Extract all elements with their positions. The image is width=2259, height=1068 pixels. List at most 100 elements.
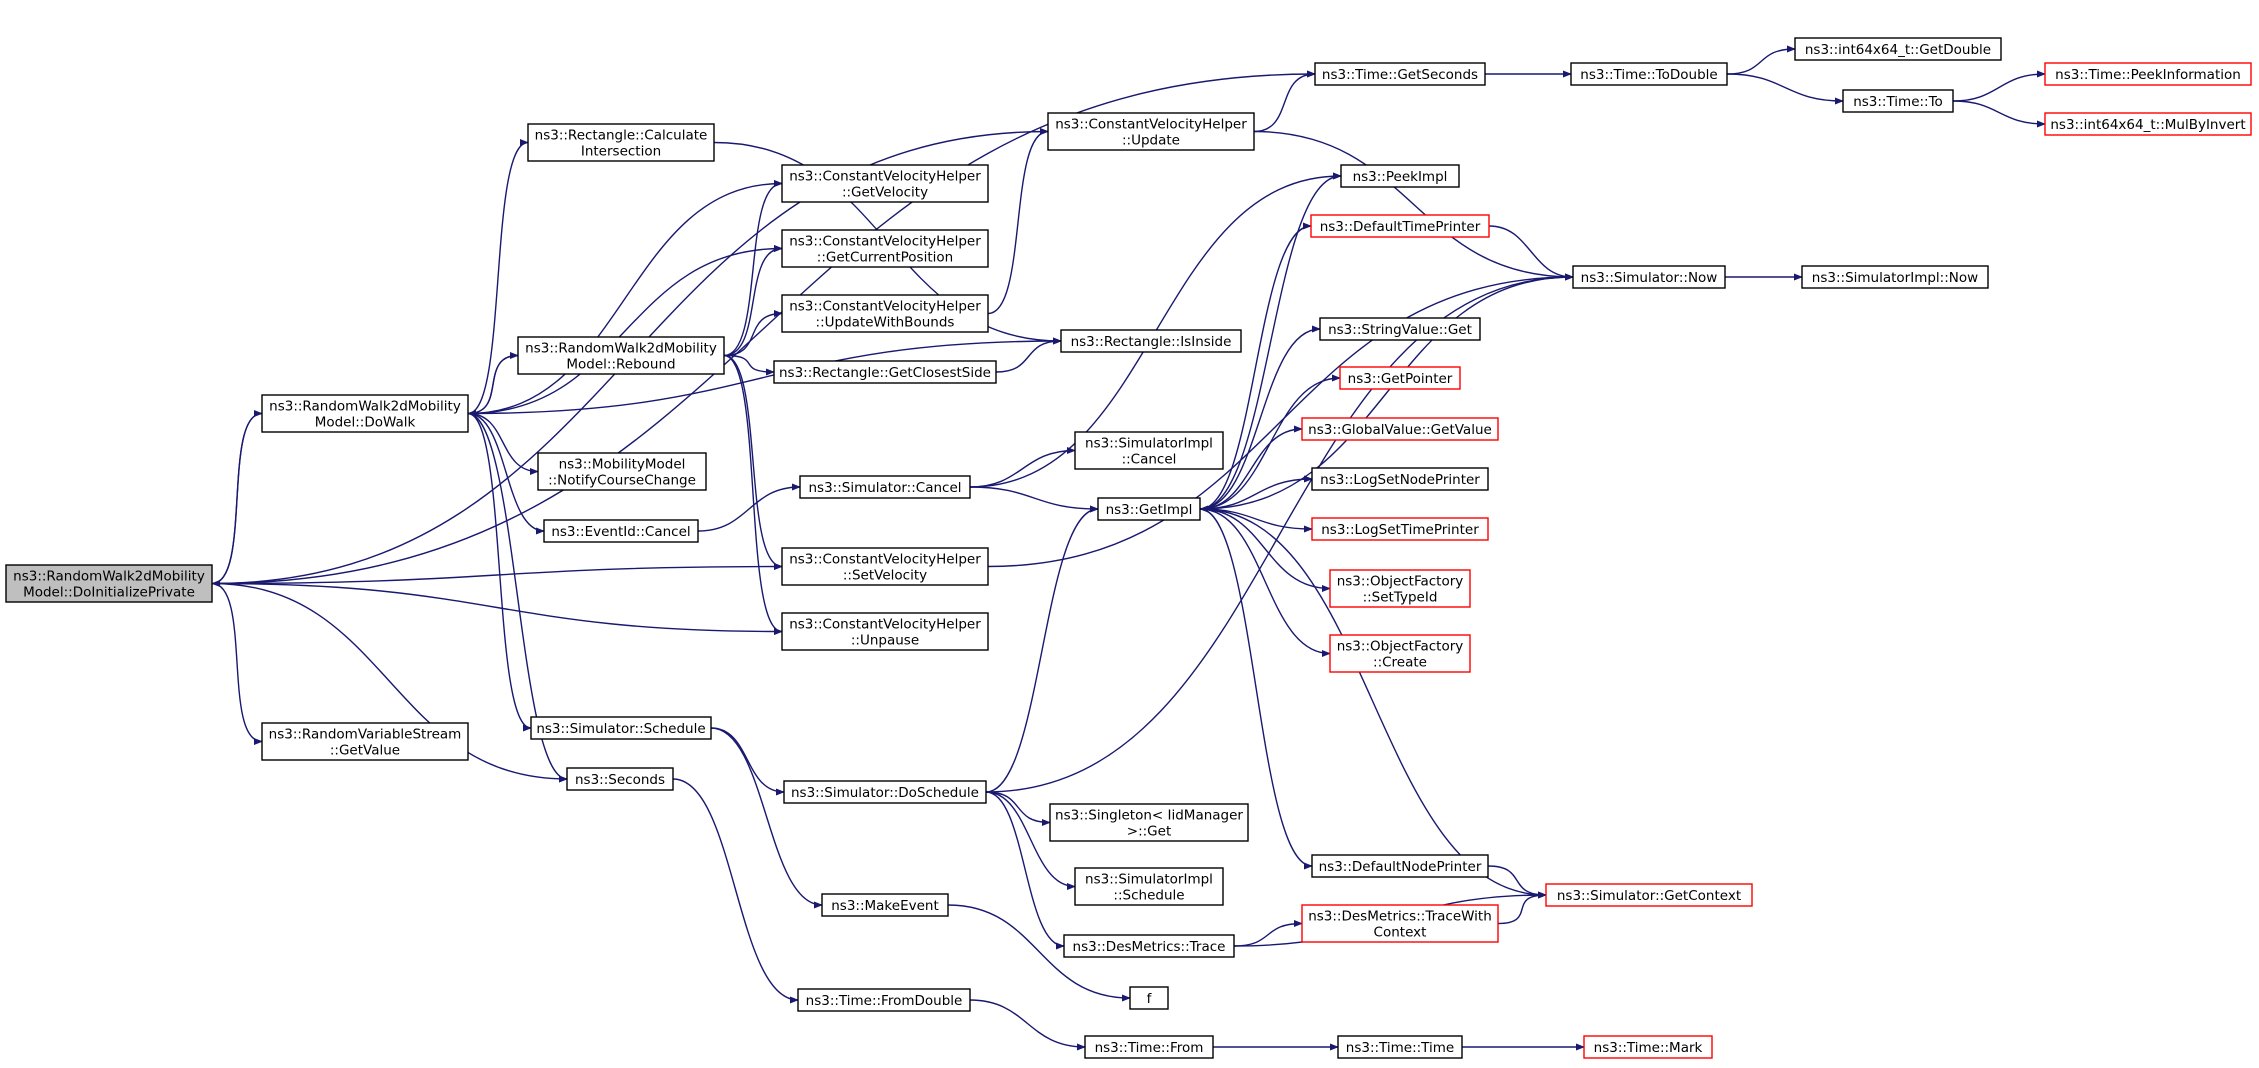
node-cvh_updbounds[interactable]: ns3::ConstantVelocityHelper::UpdateWithB…	[781, 294, 989, 333]
node-label: ns3::DesMetrics::TraceWith	[1308, 909, 1492, 925]
node-makeevent[interactable]: ns3::MakeEvent	[821, 893, 949, 917]
node-logsettimeprinter[interactable]: ns3::LogSetTimePrinter	[1311, 517, 1489, 541]
node-peekimpl[interactable]: ns3::PeekImpl	[1340, 164, 1460, 188]
node-eventid_cancel[interactable]: ns3::EventId::Cancel	[543, 519, 699, 543]
node-box	[781, 294, 989, 333]
node-box	[527, 123, 715, 162]
node-defaulttimeprinter[interactable]: ns3::DefaultTimePrinter	[1310, 214, 1490, 238]
node-label: ns3::Simulator::Schedule	[536, 721, 705, 737]
edge-dowalk-to-mm_notify	[467, 412, 539, 476]
node-label: ns3::Simulator::GetContext	[1557, 888, 1741, 904]
edge-rebound-to-cvh_setvel	[723, 354, 783, 571]
node-time_time[interactable]: ns3::Time::Time	[1337, 1035, 1463, 1059]
node-sim_cancel[interactable]: ns3::Simulator::Cancel	[799, 475, 971, 499]
node-time_fromdouble[interactable]: ns3::Time::FromDouble	[797, 988, 971, 1012]
node-box	[1060, 329, 1242, 353]
edge-dowalk-to-eventid_cancel	[467, 412, 545, 535]
node-f[interactable]: f	[1129, 986, 1169, 1010]
node-getimpl[interactable]: ns3::GetImpl	[1097, 497, 1201, 521]
node-sim_doschedule[interactable]: ns3::Simulator::DoSchedule	[783, 780, 987, 804]
edge-dowalk-to-root	[211, 412, 263, 588]
node-label: ns3::Seconds	[575, 772, 665, 788]
node-label: ::GetValue	[330, 743, 400, 759]
node-box	[1074, 431, 1224, 470]
node-simimpl_cancel[interactable]: ns3::SimulatorImpl::Cancel	[1074, 431, 1224, 470]
edge-getimpl-to-stringvalue_get	[1199, 325, 1321, 510]
edge-time_fromdouble-to-time_from	[969, 999, 1086, 1051]
node-box	[1339, 366, 1461, 390]
edge-sim_doschedule-to-singleton_get	[985, 791, 1051, 827]
node-time_getseconds[interactable]: ns3::Time::GetSeconds	[1314, 62, 1486, 86]
edge-desmetrics_tracewith-to-sim_getcontext	[1497, 891, 1547, 925]
edge-sim_doschedule-to-sim_now	[985, 273, 1574, 793]
node-desmetrics_trace[interactable]: ns3::DesMetrics::Trace	[1063, 934, 1235, 958]
node-defaultnodeprinter[interactable]: ns3::DefaultNodePrinter	[1311, 854, 1489, 878]
node-box	[799, 475, 971, 499]
node-logsetnodeprinter[interactable]: ns3::LogSetNodePrinter	[1311, 467, 1489, 491]
node-rect_isinside[interactable]: ns3::Rectangle::IsInside	[1060, 329, 1242, 353]
node-getpointer[interactable]: ns3::GetPointer	[1339, 366, 1461, 390]
node-box	[1572, 265, 1726, 289]
node-root[interactable]: ns3::RandomWalk2dMobilityModel::DoInitia…	[5, 564, 213, 603]
node-time_todouble[interactable]: ns3::Time::ToDouble	[1570, 62, 1728, 86]
node-box	[781, 229, 989, 268]
node-seconds[interactable]: ns3::Seconds	[566, 767, 674, 791]
edge-rebound-to-rect_closest	[723, 354, 775, 376]
node-box	[261, 722, 469, 761]
node-label: ns3::ConstantVelocityHelper	[789, 299, 981, 315]
node-singleton_get[interactable]: ns3::Singleton< IidManager >::Get	[1049, 803, 1249, 842]
node-cvh_getpos[interactable]: ns3::ConstantVelocityHelper::GetCurrentP…	[781, 229, 989, 268]
node-box	[1583, 1035, 1713, 1059]
node-time_from[interactable]: ns3::Time::From	[1084, 1035, 1214, 1059]
node-globalvalue_getvalue[interactable]: ns3::GlobalValue::GetValue	[1301, 417, 1499, 441]
node-cvh_getvel[interactable]: ns3::ConstantVelocityHelper::GetVelocity	[781, 164, 989, 203]
node-label: ns3::Rectangle::IsInside	[1071, 334, 1232, 350]
node-label: ns3::ConstantVelocityHelper	[789, 552, 981, 568]
node-label: ns3::MobilityModel	[559, 457, 686, 473]
node-label: Model::DoInitializePrivate	[23, 585, 195, 601]
node-cvh_update[interactable]: ns3::ConstantVelocityHelper::Update	[1047, 112, 1255, 151]
node-simimpl_now[interactable]: ns3::SimulatorImpl::Now	[1801, 265, 1989, 289]
edge-sim_schedule-to-makeevent	[710, 727, 823, 909]
node-sim_getcontext[interactable]: ns3::Simulator::GetContext	[1545, 883, 1753, 907]
node-box	[1310, 214, 1490, 238]
node-box	[1311, 854, 1489, 878]
edge-time_todouble-to-int64_getdouble	[1726, 45, 1796, 75]
node-box	[1047, 112, 1255, 151]
node-time_peekinfo[interactable]: ns3::Time::PeekInformation	[2044, 62, 2252, 86]
node-cvh_unpause[interactable]: ns3::ConstantVelocityHelper::Unpause	[781, 612, 989, 651]
node-objfactory_create[interactable]: ns3::ObjectFactory::Create	[1329, 634, 1471, 673]
node-sim_schedule[interactable]: ns3::Simulator::Schedule	[530, 716, 712, 740]
node-box	[781, 547, 989, 586]
node-label: ns3::ConstantVelocityHelper	[789, 169, 981, 185]
node-objfactory_settypeid[interactable]: ns3::ObjectFactory::SetTypeId	[1329, 569, 1471, 608]
edge-cvh_update-to-time_getseconds	[1253, 70, 1316, 133]
node-stringvalue_get[interactable]: ns3::StringValue::Get	[1319, 317, 1481, 341]
node-box	[2044, 62, 2252, 86]
node-sim_now[interactable]: ns3::Simulator::Now	[1572, 265, 1726, 289]
edge-makeevent-to-f	[947, 904, 1131, 1002]
node-box	[537, 452, 707, 491]
edge-root-to-rvs_getvalue	[211, 582, 263, 746]
node-cvh_setvel[interactable]: ns3::ConstantVelocityHelper::SetVelocity	[781, 547, 989, 586]
node-time_mark[interactable]: ns3::Time::Mark	[1583, 1035, 1713, 1059]
node-label: ::Schedule	[1113, 888, 1184, 904]
node-label: ns3::Simulator::DoSchedule	[791, 785, 979, 801]
node-label: ns3::int64x64_t::MulByInvert	[2050, 117, 2245, 133]
node-int64_getdouble[interactable]: ns3::int64x64_t::GetDouble	[1794, 37, 2002, 61]
edge-time_to-to-int64_mulbyinvert	[1952, 100, 2046, 128]
node-int64_mulbyinvert[interactable]: ns3::int64x64_t::MulByInvert	[2044, 112, 2252, 136]
node-rect_closest[interactable]: ns3::Rectangle::GetClosestSide	[773, 360, 997, 384]
node-label: ::NotifyCourseChange	[548, 473, 696, 489]
node-rvs_getvalue[interactable]: ns3::RandomVariableStream::GetValue	[261, 722, 469, 761]
node-mm_notify[interactable]: ns3::MobilityModel::NotifyCourseChange	[537, 452, 707, 491]
node-label: ns3::StringValue::Get	[1328, 322, 1472, 338]
node-time_to[interactable]: ns3::Time::To	[1842, 89, 1954, 113]
node-simimpl_schedule[interactable]: ns3::SimulatorImpl::Schedule	[1074, 867, 1224, 906]
node-box	[1084, 1035, 1214, 1059]
node-label: ::Update	[1122, 133, 1180, 149]
